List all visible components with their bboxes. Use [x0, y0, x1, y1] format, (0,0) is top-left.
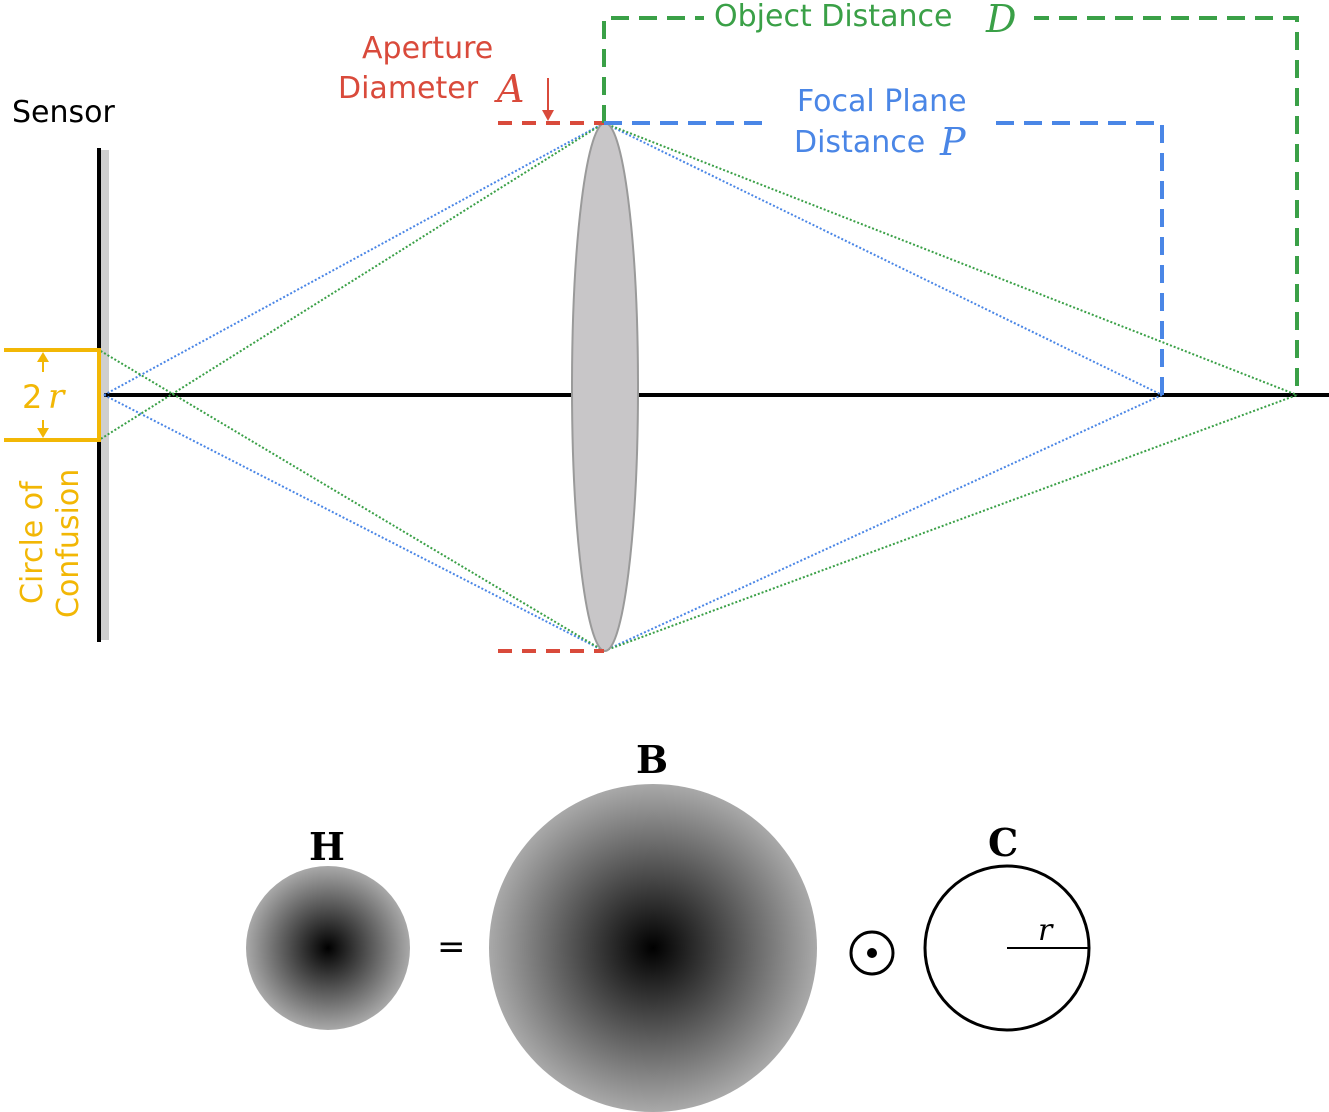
object-distance-label: Object Distance	[714, 0, 952, 34]
coc-label-line2: Confusion	[51, 469, 86, 618]
lens	[571, 122, 639, 652]
focal-plane-label-line2: Distance	[794, 125, 925, 160]
coc-bracket	[4, 348, 101, 442]
h-label: H	[309, 824, 345, 869]
focal-plane-label-line1: Focal Plane	[797, 84, 967, 119]
hadamard-operator-icon	[849, 930, 895, 976]
focal-rays	[103, 122, 1163, 652]
c-radius-label: r	[1038, 913, 1054, 948]
object-rays	[98, 122, 1298, 652]
object-distance-bracket	[602, 16, 1299, 395]
aperture-label-line1: Aperture	[362, 31, 493, 66]
aperture-markers	[498, 121, 604, 653]
b-label: B	[636, 737, 668, 782]
coc-symbol-var: r	[48, 377, 66, 417]
h-blur-disc	[246, 866, 410, 1030]
focal-label-backing	[764, 84, 992, 160]
sensor-label: Sensor	[12, 95, 115, 130]
object-label-backing	[704, 0, 1034, 36]
coc-symbol-num: 2	[22, 378, 42, 416]
coc-label-line1: Circle of	[15, 480, 50, 604]
c-label: C	[988, 820, 1018, 865]
b-blur-disc	[489, 784, 817, 1112]
aperture-arrowhead	[542, 110, 554, 121]
aperture-label-line2: Diameter	[338, 71, 479, 106]
aperture-symbol: A	[494, 67, 524, 111]
hadamard-operator-dot	[867, 948, 877, 958]
focal-plane-symbol: P	[939, 120, 967, 164]
equals-sign: =	[437, 927, 466, 967]
coc-arrowhead-up	[37, 352, 49, 362]
coc-arrowhead-down	[37, 428, 49, 438]
object-distance-symbol: D	[985, 0, 1016, 41]
